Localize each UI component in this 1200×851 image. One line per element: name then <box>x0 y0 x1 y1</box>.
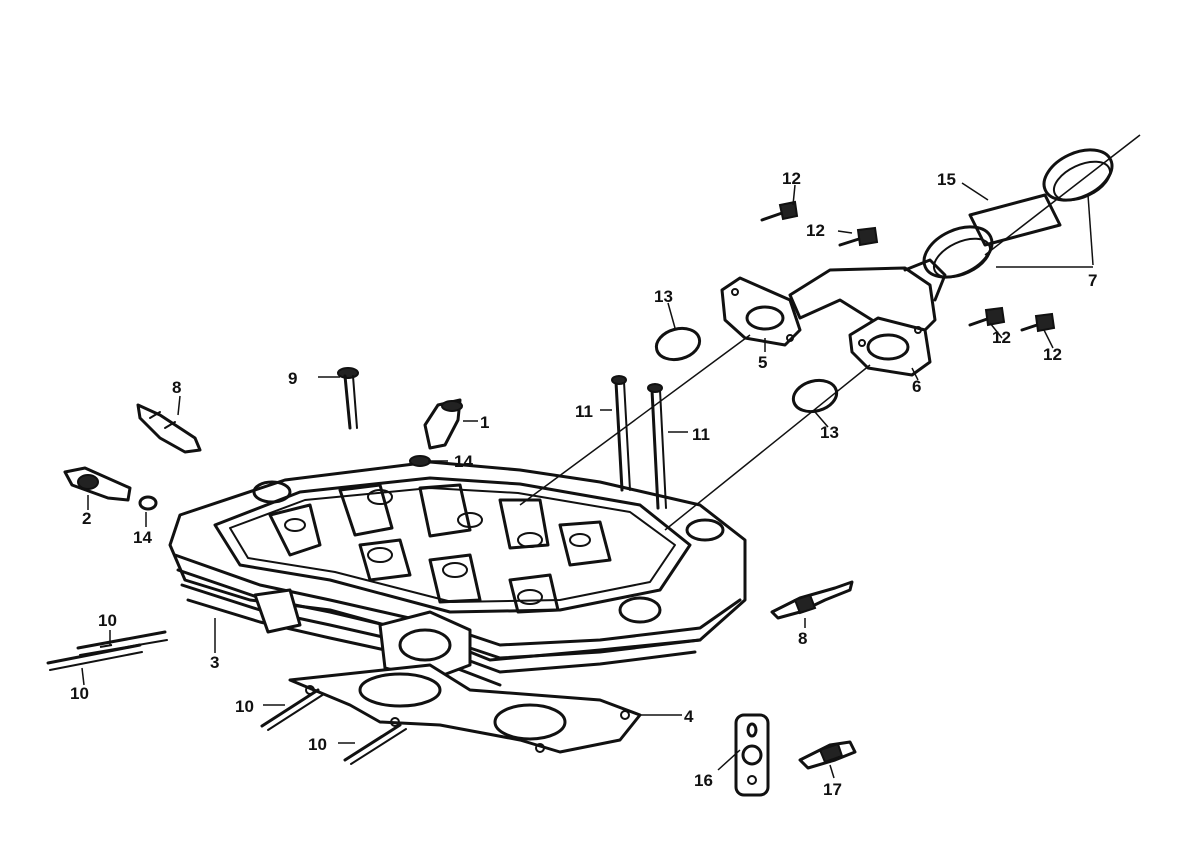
callout-10-lower: 10 <box>70 684 89 703</box>
callout-10-gasket-left: 10 <box>235 697 254 716</box>
callout-7: 7 <box>1088 271 1097 290</box>
callout-13-lower: 13 <box>820 423 839 442</box>
callout-17: 17 <box>823 780 842 799</box>
head-bolt <box>337 367 359 430</box>
stud-gasket-left <box>260 688 325 731</box>
callout-12-top: 12 <box>782 169 801 188</box>
callout-2: 2 <box>82 509 91 528</box>
leader-lines <box>81 182 1094 779</box>
bolt-12-right-b <box>1020 312 1056 333</box>
callout-3: 3 <box>210 653 219 672</box>
callout-15: 15 <box>937 170 956 189</box>
callout-6: 6 <box>912 377 921 396</box>
callout-13-upper: 13 <box>654 287 673 306</box>
callout-4: 4 <box>684 707 694 726</box>
head-gasket <box>288 663 642 754</box>
callout-9: 9 <box>288 369 297 388</box>
gasket-plate <box>734 713 770 797</box>
washer-right <box>409 455 431 467</box>
bolt-12-mid <box>838 226 879 247</box>
o-ring-lower <box>791 378 839 414</box>
callout-11-left: 11 <box>575 402 593 421</box>
callout-14-left: 14 <box>133 528 152 547</box>
callout-14-right: 14 <box>454 452 473 471</box>
spark-plug-right <box>770 580 854 620</box>
callout-8-upper: 8 <box>172 378 181 397</box>
stud-lower <box>46 643 143 671</box>
long-stud-left <box>611 375 631 492</box>
label-tag <box>968 193 1062 247</box>
callout-12-right-b: 12 <box>1043 345 1062 364</box>
cylinder-head <box>168 460 747 687</box>
callout-8-right: 8 <box>798 629 807 648</box>
callout-1: 1 <box>480 413 489 432</box>
callout-16: 16 <box>694 771 713 790</box>
spark-plug-upper <box>136 403 202 454</box>
callout-12-right-a: 12 <box>992 328 1011 347</box>
callout-5: 5 <box>758 353 767 372</box>
long-stud-right <box>647 383 667 510</box>
hose-clamp-lower <box>922 225 994 279</box>
stud-upper <box>76 630 168 656</box>
bolt-12-top <box>760 200 799 222</box>
stud-gasket-bottom <box>343 723 407 765</box>
callout-12-mid: 12 <box>806 221 825 240</box>
intake-manifold <box>720 258 947 377</box>
pipe-fitting <box>63 466 132 502</box>
callout-10-gasket-bottom: 10 <box>308 735 327 754</box>
o-ring-upper <box>654 326 702 362</box>
bolt-12-right-a <box>968 306 1006 327</box>
sensor-17 <box>798 740 857 770</box>
callout-11-right: 11 <box>692 425 710 444</box>
washer-left <box>138 495 158 511</box>
callout-10-upper: 10 <box>98 611 117 630</box>
temperature-sensor <box>423 398 463 450</box>
